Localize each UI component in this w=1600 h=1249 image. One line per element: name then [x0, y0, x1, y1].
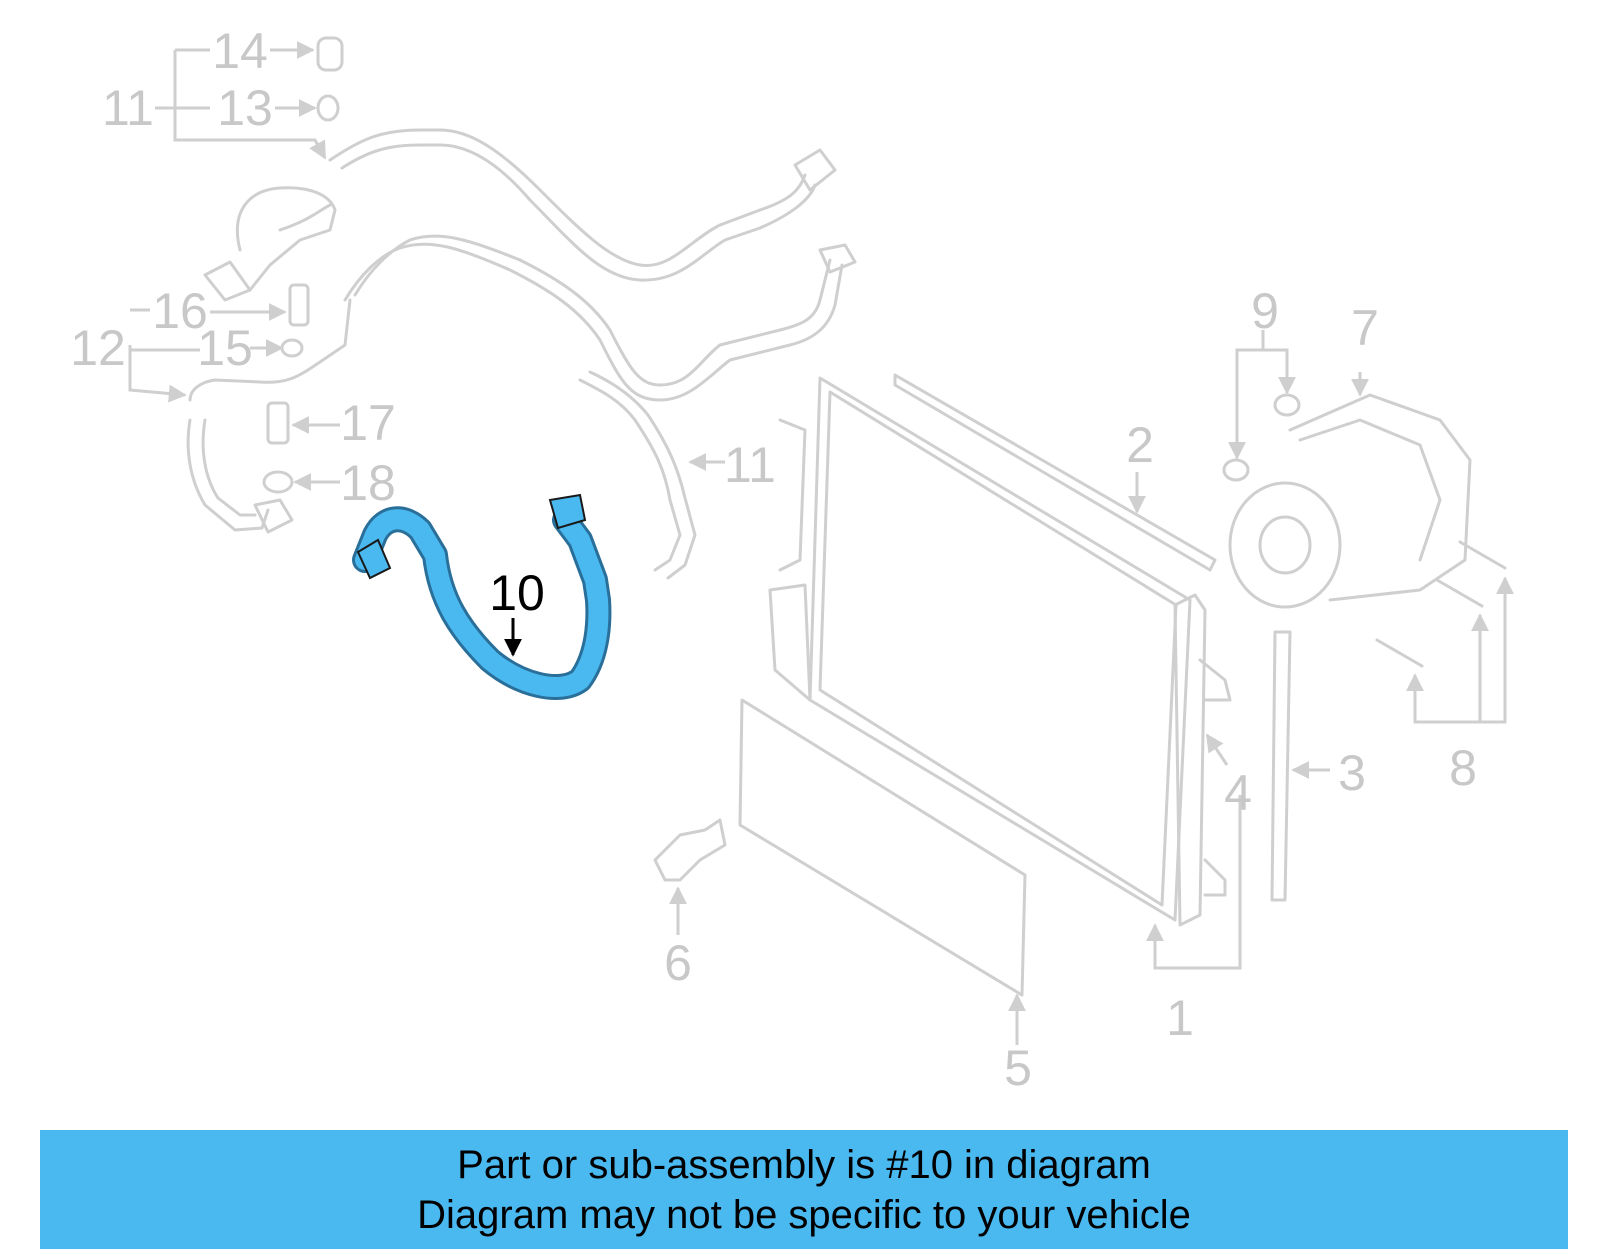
callout-1: 1	[1166, 990, 1194, 1046]
callout-12: 12	[70, 320, 126, 376]
callout-9: 9	[1251, 283, 1279, 339]
callout-3: 3	[1338, 745, 1366, 801]
callout-8: 8	[1449, 740, 1477, 796]
compressor	[1222, 393, 1507, 668]
ac-parts-diagram: 1 2 3 4 5 6 7 8 9 10 11 11 12 13 14 15 1…	[70, 23, 1514, 1096]
upper-ac-lines	[186, 128, 857, 580]
callout-11-top: 11	[102, 80, 154, 136]
callout-11-middle: 11	[724, 437, 776, 493]
info-banner: Part or sub-assembly is #10 in diagram D…	[40, 1130, 1568, 1249]
callout-18: 18	[340, 455, 396, 511]
banner-line-2: Diagram may not be specific to your vehi…	[417, 1192, 1191, 1237]
callout-14: 14	[212, 23, 268, 79]
callout-7: 7	[1351, 300, 1379, 356]
callout-6: 6	[664, 935, 692, 991]
callout-10: 10	[489, 565, 545, 621]
callout-16: 16	[152, 283, 208, 339]
banner-line-1: Part or sub-assembly is #10 in diagram	[457, 1142, 1151, 1187]
part-10-hose	[352, 493, 612, 700]
callout-labels: 1 2 3 4 5 6 7 8 9 10 11 11 12 13 14 15 1…	[70, 23, 1477, 1096]
callout-17: 17	[340, 395, 396, 451]
leader-lines	[128, 50, 1514, 1045]
condenser	[768, 373, 1292, 927]
callout-13: 13	[217, 80, 273, 136]
callout-4: 4	[1224, 765, 1252, 821]
callout-5: 5	[1004, 1040, 1032, 1096]
callout-2: 2	[1126, 417, 1154, 473]
callout-15: 15	[197, 320, 253, 376]
shroud	[653, 698, 1027, 997]
